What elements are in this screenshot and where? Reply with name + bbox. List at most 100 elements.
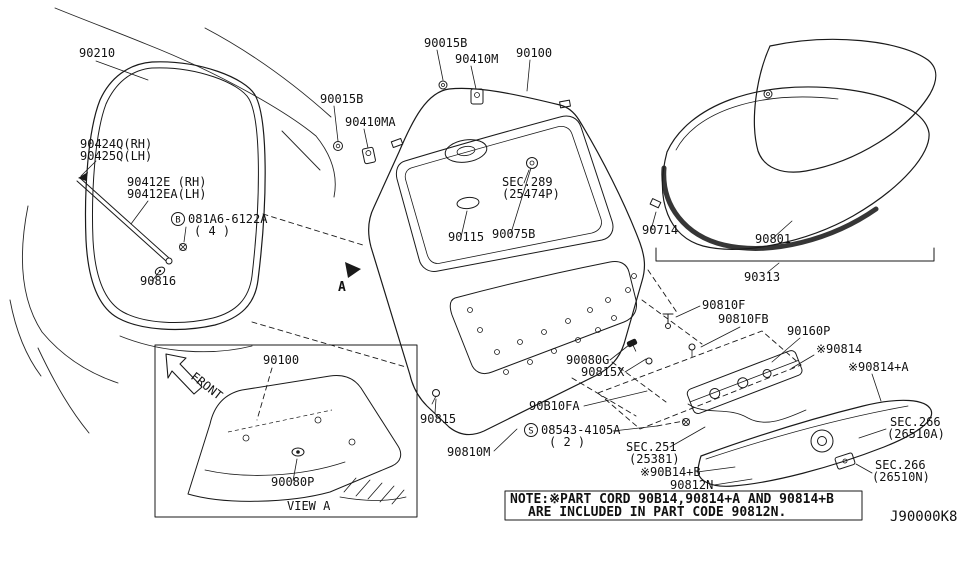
label-sec251-ref: (25381) [629, 452, 680, 466]
screw-08543 [682, 418, 690, 426]
stay-ball-joint [165, 257, 173, 265]
window-opening-outer [395, 115, 614, 272]
grommet-90816 [154, 266, 166, 276]
car-body-sketch [9, 7, 336, 434]
bracket-90410ma-hole [365, 150, 372, 156]
view-a-bottom-edge [339, 496, 407, 501]
clip-90810f [662, 313, 674, 324]
clip-90080g-stem [632, 345, 637, 352]
label-sec266a-ref: (26510A) [887, 427, 945, 441]
bracket-26510n-hole [842, 458, 848, 464]
label-90b14b: ※90B14+B [640, 465, 701, 479]
clip-90810f-head [665, 323, 671, 329]
label-90075b: 90075B [492, 227, 535, 241]
span-bracket-90313 [655, 247, 935, 262]
stay-bolt-cross [179, 243, 187, 251]
label-90015b-top: 90015B [424, 36, 467, 50]
label-sec251: SEC.251 [626, 440, 677, 454]
door-clip-holes [467, 273, 637, 375]
stay-bolt [179, 243, 187, 251]
view-a-door-sketch [187, 375, 402, 502]
licence-finisher [697, 399, 933, 487]
label-90412e: 90412E (RH) [127, 175, 206, 189]
bracket-90410ma-body [361, 146, 376, 165]
label-90801: 90801 [755, 232, 791, 246]
clip-90815x [645, 357, 653, 365]
plug-90115 [456, 196, 480, 210]
front-arrow [165, 353, 203, 395]
label-90313: 90313 [744, 270, 780, 284]
bolt-symbol-letter: B [175, 216, 180, 226]
label-90100: 90100 [516, 46, 552, 60]
label-90412ea: 90412EA(LH) [127, 187, 206, 201]
view-a-dash-line [227, 409, 333, 433]
rear-glass-upper [753, 38, 937, 173]
label-90b10fa: 90B10FA [529, 399, 580, 413]
rear-glass-lower [661, 86, 930, 250]
clip-90810fb [688, 343, 696, 351]
note-line-1: NOTE:※PART CORD 90B14,90814+A AND 90814+… [510, 492, 834, 507]
label-sec266n: SEC.266 [875, 458, 926, 472]
label-90814: ※90814 [816, 342, 862, 356]
harness-unit-hole-3 [762, 368, 772, 378]
car-body-lines [9, 7, 336, 434]
bracket-90410m-body [470, 88, 484, 105]
weatherstrip-outer [84, 61, 266, 331]
leader-lines [80, 49, 887, 486]
label-90815x: 90815X [581, 365, 625, 379]
label-90714: 90714 [642, 223, 678, 237]
lower-access-opening [449, 261, 637, 375]
label-90115: 90115 [448, 230, 484, 244]
hole-90075b [526, 157, 538, 169]
clip-90080g [626, 338, 638, 352]
emblem-ring [810, 429, 834, 453]
finisher-mount-outline [597, 330, 802, 430]
glass-moulding-90801 [661, 165, 879, 251]
hinge-left [390, 137, 404, 149]
label-view-90100: 90100 [263, 353, 299, 367]
label-90424q: 90424Q(RH) [80, 137, 152, 151]
view-a-hole-2 [314, 416, 322, 424]
bracket-90410m-hole [474, 92, 480, 98]
view-a-hole-1 [242, 434, 250, 442]
label-90410m: 90410M [455, 52, 498, 66]
clip-90714 [649, 198, 662, 209]
harness-unit-line [689, 359, 799, 403]
bracket-26510n [834, 452, 856, 470]
view-a-hatching [343, 477, 405, 505]
note-box [504, 490, 863, 521]
dashed-leader-lines [251, 213, 703, 427]
licence-finisher-crease [705, 405, 909, 460]
label-90810f: 90810F [702, 298, 745, 312]
clip-90015b-top [438, 80, 448, 90]
harness-wire [687, 403, 807, 423]
back-door-panel-group [333, 80, 653, 436]
finisher-assembly-group [597, 313, 933, 487]
hole-90075b-inner [529, 160, 535, 166]
label-screw-qty: ( 2 ) [549, 435, 585, 449]
label-90810m: 90810M [447, 445, 490, 459]
rear-glass-group [649, 38, 937, 262]
label-view-a: VIEW A [287, 499, 331, 513]
bracket-26510n-body [834, 452, 856, 470]
view-a-sill-line [204, 461, 346, 476]
glass-hole-upper-inner [766, 92, 770, 96]
plug-90080p [291, 447, 305, 457]
weatherstrip-inner [92, 67, 259, 324]
back-door-outline [368, 87, 646, 436]
bracket-90410m [470, 88, 484, 105]
window-opening-inner [404, 126, 602, 264]
emblem-center [817, 436, 827, 446]
hinge-right [559, 99, 571, 109]
wiper-motor-hole-inner [456, 145, 476, 157]
label-90810fb: 90810FB [718, 312, 769, 326]
bolt-symbol-circle [171, 212, 185, 226]
rear-glass-lower-edge [675, 96, 839, 151]
screw-symbol-letter: S [528, 427, 533, 437]
harness-unit-90160p [686, 350, 803, 415]
clip-90015b-left [333, 141, 343, 151]
label-sec266n-ref: (26510N) [872, 470, 930, 484]
part-labels: 90210 90015B 90410M 90100 90015B 90410MA… [79, 36, 957, 525]
label-sec266a: SEC.266 [890, 415, 941, 429]
